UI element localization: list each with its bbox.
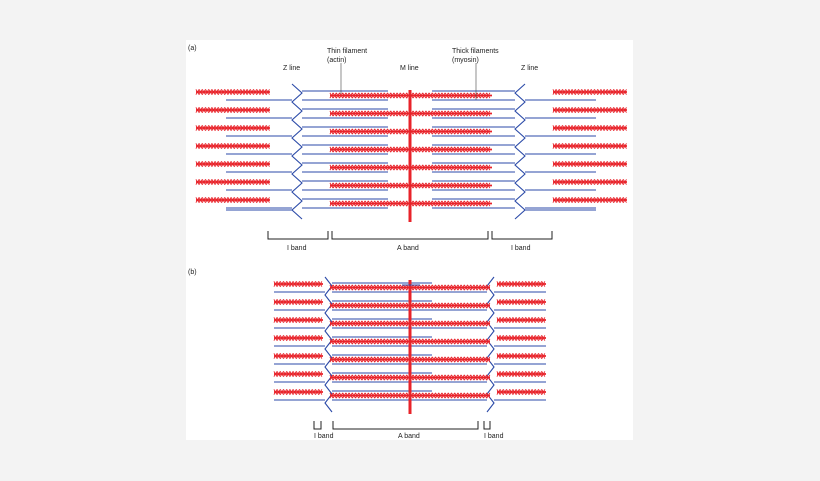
myosin-heads xyxy=(195,125,270,131)
thick-filament-neighbour-right xyxy=(496,317,546,323)
thick-filament-neighbour-left xyxy=(195,89,270,95)
myosin-heads xyxy=(273,317,323,323)
thick-filament-neighbour-right xyxy=(552,89,627,95)
thick-filament-neighbour-right xyxy=(552,107,627,113)
myosin-heads xyxy=(552,179,627,185)
myosin-heads xyxy=(329,338,491,345)
i-band-left-label-a: I band xyxy=(287,245,307,252)
myosin-heads xyxy=(273,353,323,359)
thick-filament-neighbour-right xyxy=(552,143,627,149)
z-line-right-label: Z line xyxy=(521,65,538,72)
myosin-heads xyxy=(195,197,270,203)
thick-filament-neighbour-left xyxy=(273,389,323,395)
thin-filament-label-line2: (actin) xyxy=(327,57,346,64)
thick-filament-neighbour-right xyxy=(496,389,546,395)
a-band-bracket xyxy=(331,231,489,240)
thick-filament-label-line1: Thick filaments xyxy=(452,48,499,55)
thick-filament-neighbour-left xyxy=(273,317,323,323)
myosin-heads xyxy=(195,143,270,149)
myosin-heads xyxy=(329,392,491,399)
myosin-heads xyxy=(329,92,491,99)
thick-filament-neighbour-right xyxy=(552,197,627,203)
thick-filament-neighbour-left xyxy=(273,335,323,341)
i-band-left-label-b: I band xyxy=(314,433,334,440)
a-band-label-a: A band xyxy=(397,245,419,252)
thick-filament-neighbour-right xyxy=(496,281,546,287)
thick-filament-neighbour-right xyxy=(496,335,546,341)
myosin-heads xyxy=(195,107,270,113)
thick-filament-neighbour-left xyxy=(273,371,323,377)
thick-filament-neighbour-right xyxy=(496,299,546,305)
thick-filament-neighbour-left xyxy=(195,197,270,203)
myosin-heads xyxy=(273,335,323,341)
z-line-right-contracted xyxy=(486,276,495,413)
myosin-heads xyxy=(195,161,270,167)
i-band-right-label-b: I band xyxy=(484,433,504,440)
myosin-heads xyxy=(329,302,491,309)
a-band-label-b: A band xyxy=(398,433,420,440)
i-band-bracket-right xyxy=(491,231,553,240)
thick-filament-neighbour-left xyxy=(273,299,323,305)
myosin-heads xyxy=(552,107,627,113)
myosin-heads xyxy=(496,335,546,341)
thin-filament-label-line1: Thin filament xyxy=(327,48,367,55)
thick-filament-label-line2: (myosin) xyxy=(452,57,479,64)
myosin-heads xyxy=(329,182,491,189)
z-line-left-label: Z line xyxy=(283,65,300,72)
myosin-heads xyxy=(329,128,491,135)
thick-filament-neighbour-right xyxy=(552,125,627,131)
myosin-heads xyxy=(329,200,491,207)
thick-filament-neighbour-left xyxy=(195,125,270,131)
myosin-heads xyxy=(496,299,546,305)
thick-filament-neighbour-right xyxy=(496,371,546,377)
z-line-left-contracted xyxy=(324,276,333,413)
thick-filament-neighbour-left xyxy=(273,353,323,359)
myosin-heads xyxy=(329,164,491,171)
thick-filament-neighbour-left xyxy=(195,143,270,149)
a-band-bracket-contracted xyxy=(332,421,479,430)
myosin-heads xyxy=(329,374,491,381)
myosin-heads xyxy=(329,284,491,291)
thick-filament-neighbour-left xyxy=(195,107,270,113)
panel-b-label: (b) xyxy=(188,269,197,276)
thick-filament-neighbour-left xyxy=(273,281,323,287)
myosin-heads xyxy=(329,356,491,363)
myosin-heads xyxy=(552,161,627,167)
myosin-heads xyxy=(273,281,323,287)
z-line-left xyxy=(291,83,303,220)
panel-a-sarcomere-relaxed xyxy=(195,63,627,240)
thick-filament-neighbour-right xyxy=(552,161,627,167)
thick-filament-neighbour-right xyxy=(552,179,627,185)
myosin-heads xyxy=(329,110,491,117)
myosin-heads xyxy=(329,146,491,153)
i-band-bracket-right-contracted xyxy=(483,421,491,430)
panel-b-sarcomere-contracted xyxy=(273,276,546,430)
thick-filament-neighbour-right xyxy=(496,353,546,359)
myosin-heads xyxy=(496,281,546,287)
myosin-heads xyxy=(195,89,270,95)
myosin-heads xyxy=(552,197,627,203)
myosin-heads xyxy=(496,317,546,323)
myosin-heads xyxy=(195,179,270,185)
myosin-heads xyxy=(552,89,627,95)
myosin-heads xyxy=(273,299,323,305)
myosin-heads xyxy=(273,389,323,395)
myosin-heads xyxy=(552,125,627,131)
myosin-heads xyxy=(329,320,491,327)
i-band-bracket-left xyxy=(267,231,329,240)
myosin-heads xyxy=(496,353,546,359)
panel-a-label: (a) xyxy=(188,45,197,52)
i-band-bracket-left-contracted xyxy=(313,421,322,430)
z-line-right xyxy=(514,83,526,220)
thick-filament-neighbour-left xyxy=(195,179,270,185)
myosin-heads xyxy=(496,371,546,377)
i-band-right-label-a: I band xyxy=(511,245,531,252)
thick-filament-neighbour-left xyxy=(195,161,270,167)
myosin-heads xyxy=(273,371,323,377)
m-line-label: M line xyxy=(400,65,419,72)
myosin-heads xyxy=(496,389,546,395)
myosin-heads xyxy=(552,143,627,149)
